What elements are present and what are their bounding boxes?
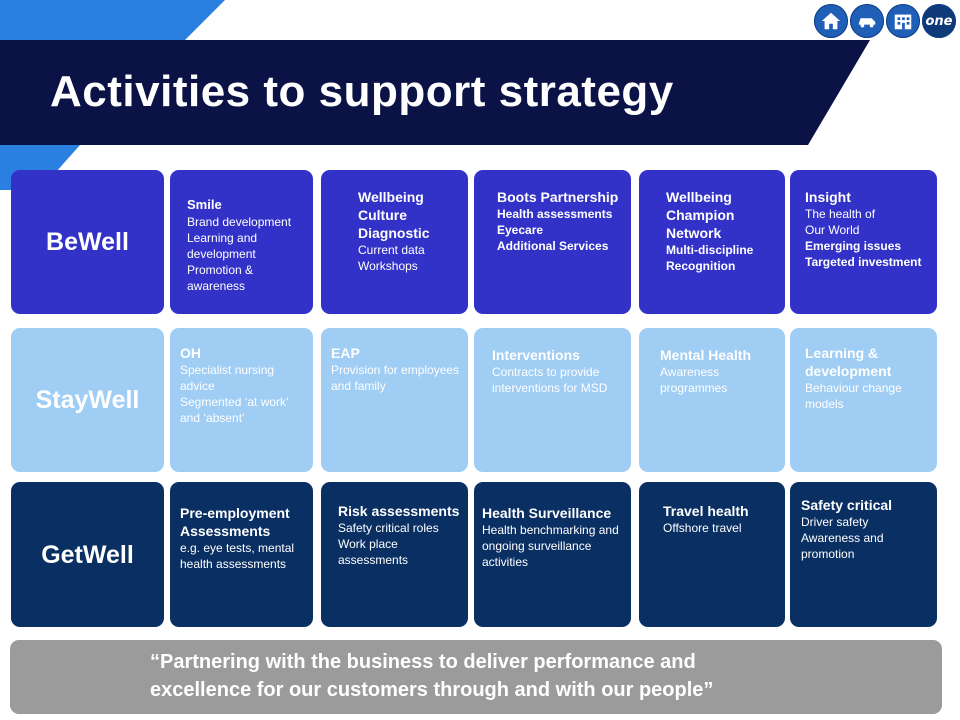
staywell-tile-eap[interactable]: EAP Provision for employees and family [321,328,468,472]
bewell-tile-boots[interactable]: Boots Partnership Health assessments Eye… [474,170,631,314]
home-icon[interactable] [814,4,848,38]
one-logo[interactable]: one [922,4,956,38]
tile-heading: Boots Partnership [497,189,619,205]
tile-line: Contracts to provide interventions for M… [492,365,608,395]
page-title: Activities to support strategy [50,67,674,116]
tile-line: Brand development [187,215,292,229]
tile-line: Promotion & awareness [187,263,254,293]
staywell-tile-learning-development[interactable]: Learning & development Behaviour change … [790,328,937,472]
tile-line: Offshore travel [663,521,742,535]
tile-line: Emerging issues [805,239,902,253]
tile-line: Recognition [666,259,736,273]
banner-line-1: “Partnering with the business to deliver… [150,651,696,673]
tile-line: Behaviour change models [805,381,902,411]
tile-heading: Insight [805,189,851,205]
tile-line: Driver safety [801,515,869,529]
header-icons: one [814,4,956,38]
tile-heading: EAP [331,345,360,361]
bewell-label: BeWell [11,170,164,314]
car-icon[interactable] [850,4,884,38]
banner-line-2: excellence for our customers through and… [150,679,714,701]
tile-heading: Travel health [663,503,749,519]
getwell-tile-safety-critical[interactable]: Safety critical Driver safety Awareness … [790,482,937,627]
tile-heading: Health Surveillance [482,505,612,521]
tile-heading: Wellbeing Champion Network [666,189,735,241]
staywell-tile-interventions[interactable]: Interventions Contracts to provide inter… [474,328,631,472]
getwell-tile-risk-assessments[interactable]: Risk assessments Safety critical roles W… [321,482,468,627]
tile-line: Provision for employees and family [331,363,460,393]
tile-line: Awareness and promotion [801,531,884,561]
header-band [0,40,960,145]
bewell-tile-champion-network[interactable]: Wellbeing Champion Network Multi-discipl… [639,170,785,314]
tile-line: Additional Services [497,239,609,253]
tile-line: Multi-discipline [666,243,754,257]
staywell-label-text: StayWell [35,386,140,414]
tile-line: The health of Our World [805,207,876,237]
bewell-tile-insight[interactable]: Insight The health of Our World Emerging… [790,170,937,314]
getwell-label-text: GetWell [41,540,134,569]
tile-line: Health assessments [497,207,613,221]
tile-heading: Pre-employment Assessments [180,505,290,539]
tile-line: Targeted investment [805,255,922,269]
tile-heading: Learning & development [805,345,892,379]
tile-line: Segmented ‘at work’ and ‘absent’ [180,395,289,425]
bewell-tile-smile[interactable]: Smile Brand development Learning and dev… [170,170,313,314]
tile-line: Awareness programmes [660,365,728,395]
tile-heading: Risk assessments [338,503,460,519]
tile-heading: Interventions [492,347,580,363]
getwell-tile-health-surveillance[interactable]: Health Surveillance Health benchmarking … [474,482,631,627]
staywell-label: StayWell [11,328,164,472]
staywell-tile-oh[interactable]: OH Specialist nursing advice Segmented ‘… [170,328,313,472]
getwell-tile-pre-employment[interactable]: Pre-employment Assessments e.g. eye test… [170,482,313,627]
building-icon[interactable] [886,4,920,38]
bewell-tile-culture-diagnostic[interactable]: Wellbeing Culture Diagnostic Current dat… [321,170,468,314]
staywell-tile-mental-health[interactable]: Mental Health Awareness programmes [639,328,785,472]
tile-heading: Smile [187,197,222,212]
tile-line: Current data [358,243,425,257]
tile-heading: OH [180,345,201,361]
getwell-tile-travel-health[interactable]: Travel health Offshore travel [639,482,785,627]
getwell-label: GetWell [11,482,164,627]
bewell-label-text: BeWell [46,228,129,256]
tile-line: Eyecare [497,223,544,237]
tile-line: Safety critical roles [338,521,439,535]
tile-heading: Wellbeing Culture Diagnostic [358,189,430,241]
tile-line: Workshops [358,259,418,273]
tile-heading: Mental Health [660,347,752,363]
tile-line: e.g. eye tests, mental health assessment… [180,541,295,571]
mission-banner: “Partnering with the business to deliver… [10,640,942,714]
tile-line: Health benchmarking and ongoing surveill… [482,523,619,569]
tile-line: Specialist nursing advice [180,363,275,393]
tile-line: Learning and development [187,231,258,261]
tile-heading: Safety critical [801,497,893,513]
tile-line: Work place assessments [338,537,409,567]
